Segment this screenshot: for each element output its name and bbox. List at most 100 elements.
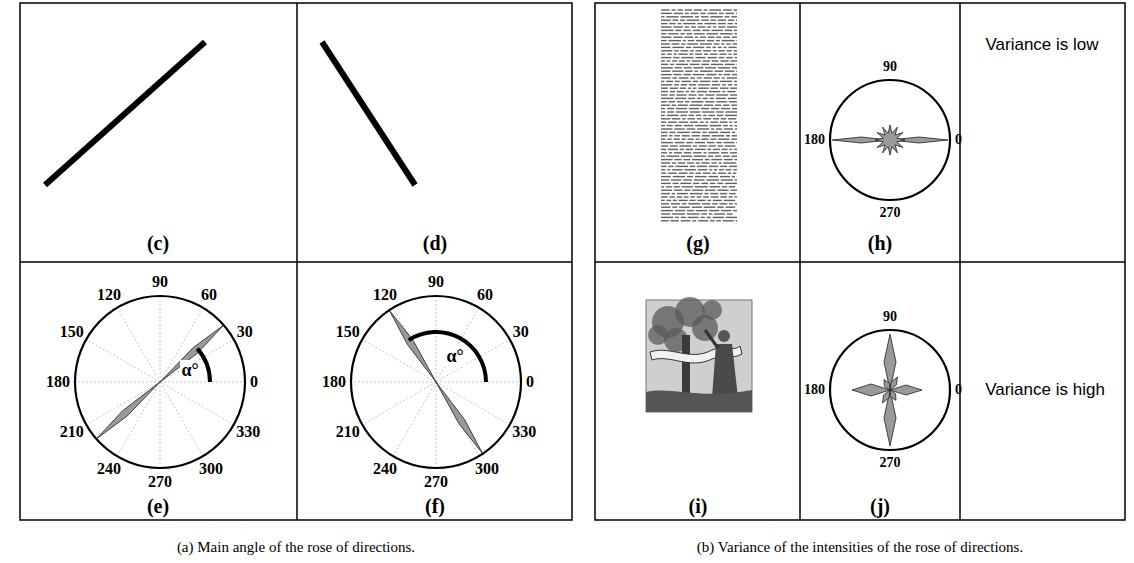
- text-stroke: [684, 189, 690, 190]
- oriented-line: [322, 42, 415, 185]
- text-stroke: [709, 186, 720, 187]
- text-stroke: [713, 217, 724, 218]
- text-stroke: [725, 115, 737, 116]
- text-stroke: [661, 189, 672, 190]
- text-stroke: [702, 111, 714, 112]
- text-stroke: [677, 132, 689, 133]
- text-stroke: [728, 20, 734, 21]
- text-stroke: [731, 104, 737, 105]
- text-stroke: [727, 213, 733, 214]
- text-stroke: [661, 152, 667, 153]
- text-stroke: [733, 54, 737, 55]
- text-stroke: [694, 33, 705, 34]
- text-stroke: [671, 220, 679, 221]
- rose-petal: [883, 390, 891, 403]
- text-stroke: [677, 9, 682, 10]
- text-stroke: [709, 145, 716, 146]
- text-stroke: [661, 125, 665, 126]
- text-stroke: [681, 217, 686, 218]
- text-stroke: [672, 118, 680, 119]
- text-stroke: [661, 13, 672, 14]
- text-stroke: [671, 203, 680, 204]
- text-stroke: [707, 13, 717, 14]
- text-stroke: [708, 155, 713, 156]
- text-stroke: [667, 138, 671, 139]
- text-stroke: [721, 210, 731, 211]
- text-stroke: [669, 23, 676, 24]
- text-stroke: [675, 166, 687, 167]
- text-stroke: [682, 118, 686, 119]
- text-stroke: [690, 104, 703, 105]
- text-stroke: [661, 135, 667, 136]
- text-stroke: [716, 37, 721, 38]
- text-stroke: [729, 101, 737, 102]
- spoke: [351, 382, 436, 383]
- text-stroke: [668, 166, 673, 167]
- text-stroke: [720, 196, 726, 197]
- text-stroke: [661, 183, 671, 184]
- oriented-line: [45, 42, 205, 185]
- angle-symbol: α°: [445, 346, 464, 367]
- angle-label: 90: [883, 309, 897, 325]
- text-stroke: [661, 91, 668, 92]
- figure-head: [718, 330, 730, 342]
- woodcut-ground: [646, 300, 752, 412]
- spoke: [436, 382, 510, 425]
- text-stroke: [716, 111, 723, 112]
- text-stroke: [680, 149, 684, 150]
- text-stroke: [670, 145, 678, 146]
- text-stroke: [661, 47, 671, 48]
- text-stroke: [722, 77, 725, 78]
- text-stroke: [701, 16, 708, 17]
- text-stroke: [712, 81, 718, 82]
- text-stroke: [675, 125, 682, 126]
- text-stroke: [687, 176, 693, 177]
- text-stroke: [695, 16, 699, 17]
- text-stroke: [680, 115, 686, 116]
- text-stroke: [716, 94, 728, 95]
- text-stroke: [680, 16, 693, 17]
- text-stroke: [669, 152, 672, 153]
- text-stroke: [693, 47, 704, 48]
- text-stroke: [699, 145, 707, 146]
- text-stroke: [661, 101, 667, 102]
- text-stroke: [672, 206, 677, 207]
- text-stroke: [690, 193, 703, 194]
- text-stroke: [732, 176, 735, 177]
- text-stroke: [674, 135, 680, 136]
- angle-label: 150: [60, 323, 84, 341]
- text-stroke: [697, 118, 702, 119]
- text-stroke: [704, 23, 716, 24]
- text-stroke: [668, 33, 678, 34]
- text-stroke: [735, 23, 737, 24]
- text-stroke: [698, 84, 710, 85]
- text-stroke: [690, 111, 701, 112]
- text-stroke: [716, 98, 726, 99]
- angle-label: 60: [201, 286, 217, 304]
- text-stroke: [700, 70, 713, 71]
- text-stroke: [674, 189, 683, 190]
- spoke: [160, 382, 161, 468]
- text-stroke: [719, 169, 724, 170]
- rose-outline: [830, 80, 950, 200]
- text-stroke: [724, 200, 735, 201]
- text-stroke: [667, 108, 674, 109]
- text-stroke: [675, 67, 682, 68]
- text-stroke: [721, 43, 724, 44]
- text-stroke: [661, 159, 673, 160]
- text-stroke: [668, 40, 681, 41]
- text-stroke: [687, 162, 694, 163]
- rose-petal: [436, 382, 483, 454]
- text-stroke: [679, 77, 689, 78]
- rose-petal: [96, 382, 160, 439]
- text-stroke: [716, 142, 722, 143]
- text-stroke: [721, 152, 728, 153]
- spoke: [117, 308, 160, 382]
- text-stroke: [661, 23, 668, 24]
- text-stroke: [697, 77, 702, 78]
- text-stroke: [727, 26, 737, 27]
- text-stroke: [718, 67, 730, 68]
- text-stroke: [735, 128, 737, 129]
- text-stroke: [680, 145, 692, 146]
- text-stroke: [661, 64, 668, 65]
